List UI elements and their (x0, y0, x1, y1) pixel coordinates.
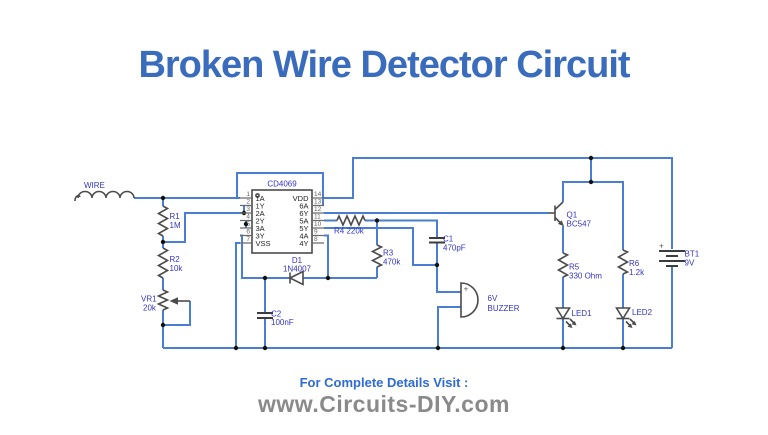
resistor-r6: R6 1.2k (616, 249, 645, 277)
footer-site-text: www.Circuits-DIY.com (258, 391, 510, 417)
vr1-value-label: 20k (143, 304, 157, 313)
bt1-ref-label: BT1 (685, 250, 700, 259)
pin-number: 14 (314, 191, 322, 198)
pin-number: 8 (314, 236, 318, 243)
pin-name: 2A (256, 209, 265, 218)
r5-value-label: 330 Ohm (569, 272, 602, 281)
r1-value-label: 1M (170, 221, 181, 230)
circuit-wires (134, 155, 673, 351)
wiper-arrow-icon (169, 297, 178, 305)
pin-name: 2Y (256, 216, 265, 225)
pin-number: 3 (246, 206, 250, 213)
resistor-r3: R3 470k (370, 244, 401, 268)
sense-wire-coil: WIRE (74, 181, 135, 202)
pin-number: 7 (246, 236, 250, 243)
r3-ref-label: R3 (383, 249, 394, 258)
pin-name: 3A (256, 224, 265, 233)
c1-ref-label: C1 (443, 235, 454, 244)
page-title: Broken Wire Detector Circuit (138, 44, 630, 86)
resistor-r4: R4 220k (334, 214, 366, 236)
battery-plus-sign: + (659, 242, 664, 251)
r6-value-label: 1.2k (629, 268, 645, 277)
pin-name: VSS (256, 239, 271, 248)
pin-name: 6A (299, 201, 308, 210)
q1-ref-label: Q1 (567, 211, 578, 220)
pin-name: VDD (293, 194, 309, 203)
r6-ref-label: R6 (629, 259, 640, 268)
footer-visit-text: For Complete Details Visit : (299, 375, 469, 390)
r1-ref-label: R1 (170, 212, 181, 221)
junction-dots (160, 155, 626, 351)
led2: LED2 (615, 307, 653, 328)
diode-d1: D1 1N4007 (283, 256, 312, 286)
resistor-r2: R2 10k (156, 247, 184, 279)
pin-number: 11 (314, 214, 321, 221)
pin-name: 5Y (299, 224, 308, 233)
potentiometer-vr1: VR1 20k (141, 289, 190, 313)
r5-ref-label: R5 (569, 263, 580, 272)
led2-label: LED2 (632, 308, 653, 317)
pin-number: 13 (314, 199, 322, 206)
capacitor-c1: C1 470pF (429, 235, 466, 253)
battery-bt1: + BT1 9V (659, 242, 700, 268)
r2-ref-label: R2 (170, 255, 181, 264)
c1-value-label: 470pF (443, 244, 466, 253)
r4-label: R4 220k (334, 227, 365, 236)
buzzer: + 6V BUZZER (460, 282, 520, 318)
pin-number: 4 (246, 214, 250, 221)
buzzer-plus-sign: + (464, 285, 469, 294)
pin-number: 5 (246, 221, 250, 228)
pin-name: 1Y (256, 201, 265, 210)
wire-label: WIRE (84, 181, 105, 190)
pin-name: 1A (256, 194, 265, 203)
pin-number: 6 (246, 229, 250, 236)
led1: LED1 (555, 307, 593, 328)
led1-label: LED1 (572, 309, 593, 318)
pin1-marker-icon (255, 193, 260, 198)
ic-cd4069: CD4069 1 2 3 4 5 6 7 14 13 12 11 10 9 8 … (240, 180, 324, 254)
c2-ref-label: C2 (271, 310, 282, 319)
pin-number: 9 (314, 229, 318, 236)
pin-number: 1 (246, 191, 250, 198)
resistor-r5: R5 330 Ohm (556, 252, 602, 281)
r2-value-label: 10k (170, 264, 184, 273)
pin-name: 6Y (299, 209, 308, 218)
d1-ref-label: D1 (292, 256, 303, 265)
vr1-ref-label: VR1 (141, 295, 157, 304)
q1-value-label: BC547 (567, 220, 592, 229)
ic-name-label: CD4069 (267, 180, 297, 189)
pin-name: 4A (299, 231, 308, 240)
pin-number: 2 (246, 199, 250, 206)
r3-value-label: 470k (383, 258, 401, 267)
d1-value-label: 1N4007 (283, 265, 312, 274)
capacitor-c2: C2 100nF (257, 310, 294, 327)
emitter-arrow-icon (558, 220, 564, 227)
c2-value-label: 100nF (271, 318, 294, 327)
pin-number: 10 (314, 221, 322, 228)
buzzer-voltage-label: 6V (488, 294, 498, 303)
buzzer-label: BUZZER (488, 304, 520, 313)
pin-number: 12 (314, 206, 322, 213)
bt1-value-label: 9V (685, 259, 695, 268)
resistor-r1: R1 1M (156, 205, 181, 237)
pin-name: 5A (299, 216, 308, 225)
transistor-q1: Q1 BC547 (548, 201, 592, 229)
pin-name: 3Y (256, 231, 265, 240)
pin-name: 4Y (299, 239, 308, 248)
